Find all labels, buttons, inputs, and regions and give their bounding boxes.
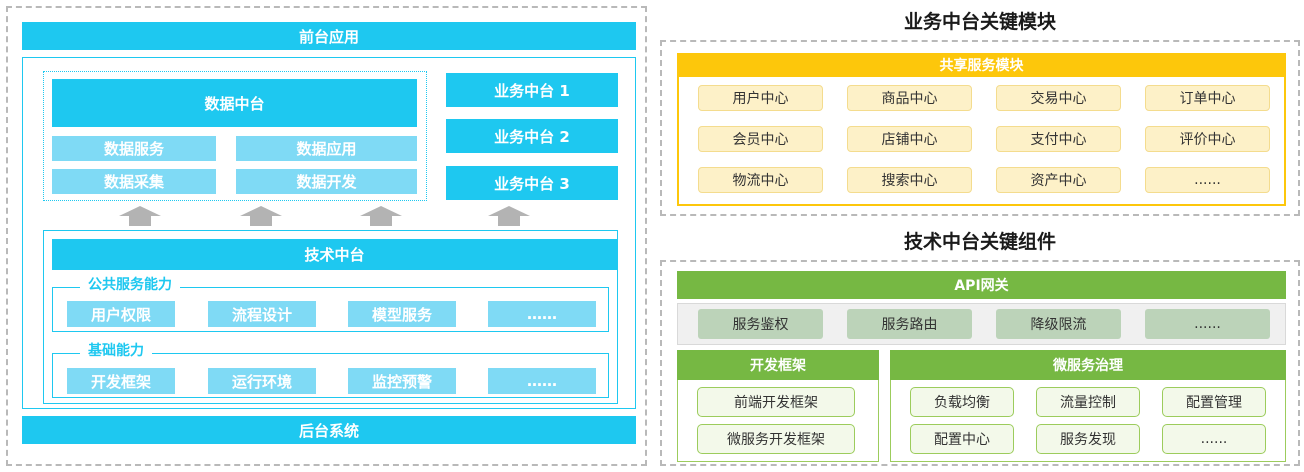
up-arrow-icon (240, 206, 282, 226)
frontend-framework: 前端开发框架 (697, 387, 855, 417)
data-service-cell: 数据服务 (52, 136, 216, 161)
ellipsis-box: ...... (1162, 424, 1266, 454)
order-center: 订单中心 (1145, 85, 1270, 111)
tech-platform-frame (43, 230, 618, 404)
search-center: 搜索中心 (847, 167, 972, 193)
tech-platform-title: 技术中台 (52, 239, 617, 270)
business-modules-title: 业务中台关键模块 (903, 10, 1056, 33)
business-platform-3: 业务中台 3 (446, 166, 618, 200)
ellipsis-cell: …… (488, 368, 596, 394)
architecture-panel (6, 6, 647, 466)
load-balance: 负载均衡 (910, 387, 1014, 417)
config-management: 配置管理 (1162, 387, 1266, 417)
degrade-limit: 降级限流 (996, 309, 1121, 339)
data-collection-cell: 数据采集 (52, 169, 216, 194)
up-arrow-icon (119, 206, 161, 226)
service-discovery: 服务发现 (1036, 424, 1140, 454)
store-center: 店铺中心 (847, 126, 972, 152)
tech-components-title: 技术中台关键组件 (903, 230, 1056, 253)
data-application-cell: 数据应用 (236, 136, 417, 161)
logistics-center: 物流中心 (698, 167, 823, 193)
process-design-cell: 流程设计 (208, 301, 316, 327)
data-development-cell: 数据开发 (236, 169, 417, 194)
up-arrow-icon (488, 206, 530, 226)
service-auth: 服务鉴权 (698, 309, 823, 339)
user-center: 用户中心 (698, 85, 823, 111)
asset-center: 资产中心 (996, 167, 1121, 193)
platform-area (22, 57, 636, 409)
public-services-frame (52, 287, 609, 332)
data-platform-frame (43, 71, 427, 201)
member-center: 会员中心 (698, 126, 823, 152)
review-center: 评价中心 (1145, 126, 1270, 152)
api-gateway-bar: API网关 (677, 271, 1286, 299)
tech-components-panel (660, 260, 1300, 466)
backend-bar: 后台系统 (22, 416, 636, 444)
microservice-framework: 微服务开发框架 (697, 424, 855, 454)
trade-center: 交易中心 (996, 85, 1121, 111)
up-arrow-icon (360, 206, 402, 226)
config-center: 配置中心 (910, 424, 1014, 454)
model-service-cell: 模型服务 (348, 301, 456, 327)
product-center: 商品中心 (847, 85, 972, 111)
data-platform-title: 数据中台 (52, 79, 417, 127)
business-platform-2: 业务中台 2 (446, 119, 618, 153)
basic-abilities-label: 基础能力 (80, 342, 152, 360)
public-services-label: 公共服务能力 (80, 276, 180, 294)
business-modules-panel (660, 40, 1300, 216)
user-permission-cell: 用户权限 (67, 301, 175, 327)
dev-framework-title: 开发框架 (677, 350, 879, 380)
runtime-env-cell: 运行环境 (208, 368, 316, 394)
business-platform-1: 业务中台 1 (446, 73, 618, 107)
ellipsis-box: ...... (1145, 309, 1270, 339)
payment-center: 支付中心 (996, 126, 1121, 152)
basic-abilities-frame (52, 353, 609, 398)
dev-framework-cell: 开发框架 (67, 368, 175, 394)
shared-services-bar: 共享服务模块 (677, 53, 1286, 77)
service-routing: 服务路由 (847, 309, 972, 339)
traffic-control: 流量控制 (1036, 387, 1140, 417)
front-app-bar: 前台应用 (22, 22, 636, 50)
ellipsis-cell: …… (488, 301, 596, 327)
micro-gov-title: 微服务治理 (890, 350, 1286, 380)
ellipsis-box: ...... (1145, 167, 1270, 193)
monitor-alert-cell: 监控预警 (348, 368, 456, 394)
